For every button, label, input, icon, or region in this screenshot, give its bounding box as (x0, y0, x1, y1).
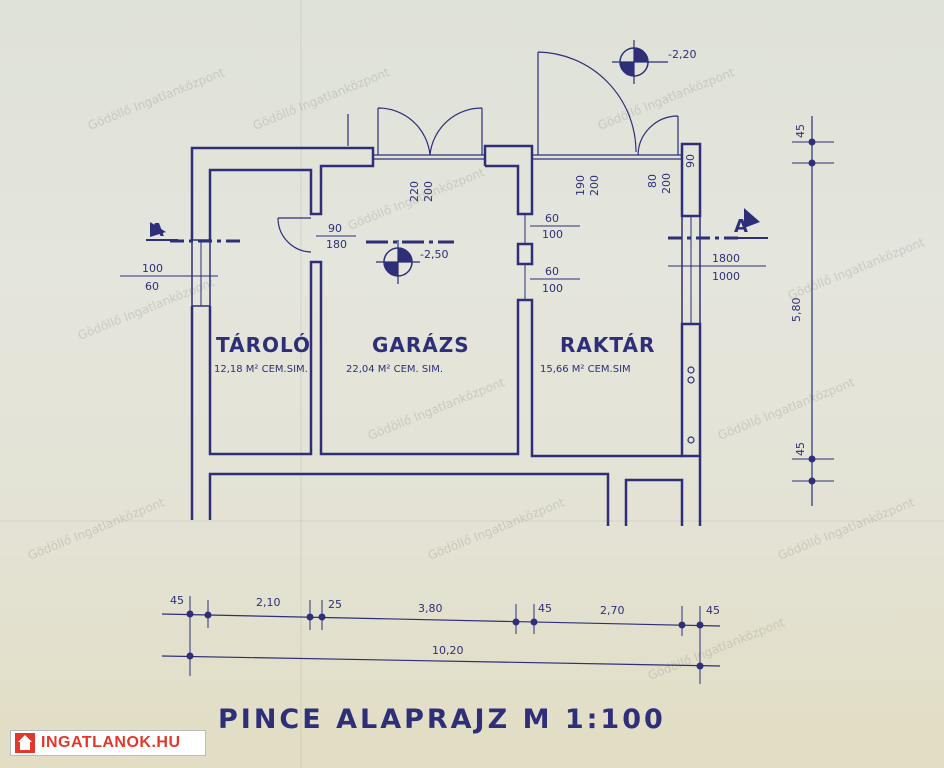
svg-text:220: 220 (408, 181, 421, 202)
raktar-small-door-leaf (637, 115, 679, 156)
svg-text:10,20: 10,20 (432, 644, 464, 657)
svg-text:100: 100 (542, 282, 563, 295)
wall-right-bottom (680, 322, 702, 458)
paper-fold-vertical (300, 0, 302, 768)
watermark-text: Gödöllő Ingatlanközpont (716, 375, 857, 443)
wall-bottom-stub (624, 478, 684, 526)
dimension-line-bottom: 45 2,10 25 3,80 45 2,70 45 10,20 (161, 594, 721, 684)
room-raktar: RAKTÁR 15,66 M² CEM.SIM (540, 333, 655, 375)
level-marker-upper: -2,20 (612, 40, 696, 84)
watermark-text: Gödöllő Ingatlanközpont (596, 65, 737, 133)
svg-text:1800: 1800 (712, 252, 740, 265)
svg-text:2,70: 2,70 (600, 604, 625, 617)
drawing-title: PINCE ALAPRAJZ M 1:100 (218, 704, 666, 735)
svg-text:2,10: 2,10 (256, 596, 281, 609)
svg-text:45: 45 (170, 594, 184, 607)
watermark-text: Gödöllő Ingatlanközpont (86, 65, 227, 133)
wall-top-middle (483, 144, 534, 216)
room-garazs: GARÁZS 22,04 M² CEM. SIM. (346, 333, 470, 375)
svg-text:90: 90 (684, 154, 697, 168)
wall-pier (516, 242, 534, 266)
room-raktar-name: RAKTÁR (560, 333, 655, 357)
svg-text:60: 60 (545, 212, 559, 225)
svg-text:60: 60 (545, 265, 559, 278)
level-middle-label: -2,50 (420, 248, 448, 261)
svg-text:25: 25 (328, 598, 342, 611)
section-mark-right: A (668, 208, 768, 240)
tarolo-door-leaf (277, 217, 312, 253)
svg-text:3,80: 3,80 (418, 602, 443, 615)
svg-text:180: 180 (326, 238, 347, 251)
svg-text:45: 45 (706, 604, 720, 617)
svg-text:100: 100 (142, 262, 163, 275)
level-marker-middle: -2,50 (376, 240, 448, 284)
section-mark-left: A (146, 220, 240, 243)
walls (190, 142, 702, 526)
watermark-text: Gödöllő Ingatlanközpont (776, 495, 917, 563)
level-upper-label: -2,20 (668, 48, 696, 61)
svg-text:5,80: 5,80 (790, 298, 803, 323)
room-tarolo-name: TÁROLÓ (216, 333, 311, 357)
svg-text:200: 200 (660, 173, 673, 194)
garage-door-leaf-right (429, 107, 483, 156)
watermark-layer: Gödöllő Ingatlanközpont Gödöllő Ingatlan… (26, 65, 927, 683)
svg-text:100: 100 (542, 228, 563, 241)
wall-bottom-strip (208, 472, 610, 526)
watermark-text: Gödöllő Ingatlanközpont (26, 495, 167, 563)
svg-text:190: 190 (574, 175, 587, 196)
room-raktar-area: 15,66 M² CEM.SIM (540, 364, 631, 375)
brand-name: INGATLANOK.HU (41, 734, 181, 751)
svg-text:200: 200 (422, 181, 435, 202)
wall-interior (208, 260, 682, 458)
watermark-text: Gödöllő Ingatlanközpont (786, 235, 927, 303)
house-icon (15, 733, 35, 753)
svg-text:90: 90 (328, 222, 342, 235)
ingatlanok-logo[interactable]: INGATLANOK.HU (10, 730, 206, 756)
room-garazs-area: 22,04 M² CEM. SIM. (346, 364, 443, 375)
room-tarolo-area: 12,18 M² CEM.SIM. (214, 364, 308, 375)
svg-text:45: 45 (538, 602, 552, 615)
svg-text:1000: 1000 (712, 270, 740, 283)
svg-text:45: 45 (794, 442, 807, 456)
svg-text:45: 45 (794, 124, 807, 138)
room-garazs-name: GARÁZS (372, 333, 470, 357)
svg-text:60: 60 (145, 280, 159, 293)
doors (277, 51, 682, 253)
svg-text:A: A (734, 216, 748, 237)
watermark-text: Gödöllő Ingatlanközpont (426, 495, 567, 563)
room-tarolo: TÁROLÓ 12,18 M² CEM.SIM. (214, 333, 311, 375)
svg-text:A: A (150, 220, 164, 241)
raktar-door-leaf (537, 51, 637, 155)
svg-text:80: 80 (646, 174, 659, 188)
watermark-text: Gödöllő Ingatlanközpont (366, 375, 507, 443)
garage-door-leaf-left (377, 107, 431, 156)
dimension-line-right: 45 5,80 45 (790, 116, 834, 506)
wall-top-left (190, 146, 375, 240)
watermark-text: Gödöllő Ingatlanközpont (251, 65, 392, 133)
svg-text:200: 200 (588, 175, 601, 196)
opening-dimensions: 100 60 90 180 220 200 190 200 80 200 90 … (120, 154, 766, 295)
